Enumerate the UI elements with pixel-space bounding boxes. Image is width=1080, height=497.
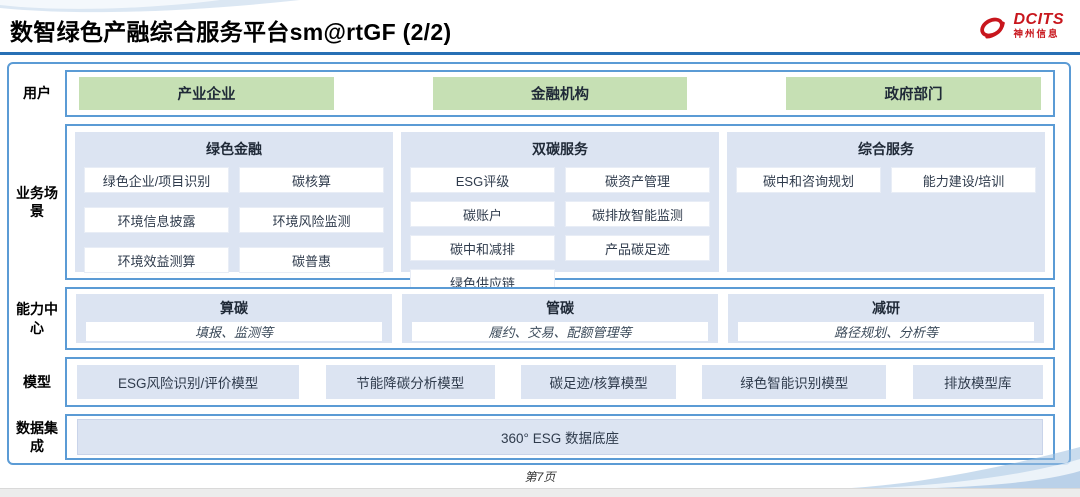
row-scenarios: 业务场景 绿色金融 绿色企业/项目识别 碳核算 环境信息披露 环境风险监测 环境… [9, 124, 1055, 295]
data-container: 360° ESG 数据底座 [65, 414, 1055, 460]
panel-grid: 绿色企业/项目识别 碳核算 环境信息披露 环境风险监测 环境效益测算 碳普惠 [84, 167, 384, 273]
panel-title: 综合服务 [858, 141, 914, 157]
model-box: 绿色智能识别模型 [702, 365, 886, 399]
model-box: 碳足迹/核算模型 [521, 365, 676, 399]
users-container: 产业企业 金融机构 政府部门 [65, 70, 1055, 117]
logo-subtitle: 神州信息 [1013, 29, 1060, 41]
row-label-data-integration: 数据集成 [16, 419, 58, 454]
data-foundation-box: 360° ESG 数据底座 [77, 419, 1043, 455]
capability-box: 减研 路径规划、分析等 [728, 294, 1044, 343]
row-capabilities: 能力中心 算碳 填报、监测等 管碳 履约、交易、配额管理等 减研 路径规划、分析… [9, 287, 1055, 350]
panel-grid: 碳中和咨询规划 能力建设/培训 [736, 167, 1036, 193]
model-box: 排放模型库 [912, 365, 1043, 399]
scenario-item: 环境信息披露 [84, 207, 229, 233]
scenario-item: 绿色企业/项目识别 [84, 167, 229, 193]
capabilities-container: 算碳 填报、监测等 管碳 履约、交易、配额管理等 减研 路径规划、分析等 [65, 287, 1055, 350]
capability-title: 减研 [872, 300, 900, 316]
architecture-board: 用户 产业企业 金融机构 政府部门 业务场景 绿色金融 绿色企业/项目识别 碳核… [7, 62, 1071, 465]
scenario-item: 碳中和减排 [410, 235, 555, 261]
row-label-capabilities: 能力中心 [16, 301, 58, 336]
scenario-item: 碳中和咨询规划 [736, 167, 881, 193]
panel-dual-carbon: 双碳服务 ESG评级 碳资产管理 碳账户 碳排放智能监测 碳中和减排 产品碳足迹… [401, 132, 719, 295]
row-data-integration: 数据集成 360° ESG 数据底座 [9, 414, 1055, 460]
scenario-item: 碳账户 [410, 201, 555, 227]
row-label-scenarios: 业务场景 [16, 184, 58, 219]
scenario-item: ESG评级 [410, 167, 555, 193]
scenario-item: 环境风险监测 [239, 207, 384, 233]
capability-desc: 履约、交易、配额管理等 [412, 322, 708, 341]
capability-desc: 填报、监测等 [86, 322, 382, 341]
page-number: 第7页 [524, 470, 556, 484]
row-models: 模型 ESG风险识别/评价模型 节能降碳分析模型 碳足迹/核算模型 绿色智能识别… [9, 357, 1055, 407]
company-logo: DCITS 神州信息 [975, 11, 1065, 41]
scenarios-container: 绿色金融 绿色企业/项目识别 碳核算 环境信息披露 环境风险监测 环境效益测算 … [65, 124, 1055, 295]
scenario-item: 碳核算 [239, 167, 384, 193]
scenario-item: 碳普惠 [239, 247, 384, 273]
capability-box: 管碳 履约、交易、配额管理等 [402, 294, 718, 343]
capability-title: 管碳 [546, 300, 574, 316]
panel-grid: ESG评级 碳资产管理 碳账户 碳排放智能监测 碳中和减排 产品碳足迹 绿色供应… [410, 167, 710, 295]
header-divider [0, 52, 1080, 55]
user-group-box: 金融机构 [432, 77, 688, 110]
model-box: 节能降碳分析模型 [325, 365, 495, 399]
scenario-item: 环境效益测算 [84, 247, 229, 273]
user-group-box: 政府部门 [786, 77, 1041, 110]
scenario-item: 能力建设/培训 [891, 167, 1036, 193]
row-users: 用户 产业企业 金融机构 政府部门 [9, 70, 1055, 117]
panel-title: 绿色金融 [206, 141, 262, 157]
capability-box: 算碳 填报、监测等 [76, 294, 392, 343]
capability-title: 算碳 [220, 300, 248, 316]
scenario-item: 碳资产管理 [565, 167, 710, 193]
models-container: ESG风险识别/评价模型 节能降碳分析模型 碳足迹/核算模型 绿色智能识别模型 … [65, 357, 1055, 407]
logo-text: DCITS 神州信息 [1014, 12, 1065, 40]
panel-green-finance: 绿色金融 绿色企业/项目识别 碳核算 环境信息披露 环境风险监测 环境效益测算 … [75, 132, 393, 273]
bottom-strip [0, 488, 1080, 497]
dcits-swirl-icon [979, 17, 1005, 39]
user-group-box: 产业企业 [79, 77, 334, 110]
page-title: 数智绿色产融综合服务平台sm@rtGF (2/2) [10, 19, 452, 45]
panel-title: 双碳服务 [532, 141, 588, 157]
scenario-item: 产品碳足迹 [565, 235, 710, 261]
row-label-users: 用户 [23, 85, 51, 102]
model-box: ESG风险识别/评价模型 [77, 365, 300, 399]
scenario-item: 碳排放智能监测 [565, 201, 710, 227]
logo-name: DCITS [1013, 11, 1064, 29]
capability-desc: 路径规划、分析等 [738, 322, 1034, 341]
row-label-models: 模型 [23, 373, 51, 390]
panel-comprehensive: 综合服务 碳中和咨询规划 能力建设/培训 [727, 132, 1045, 272]
